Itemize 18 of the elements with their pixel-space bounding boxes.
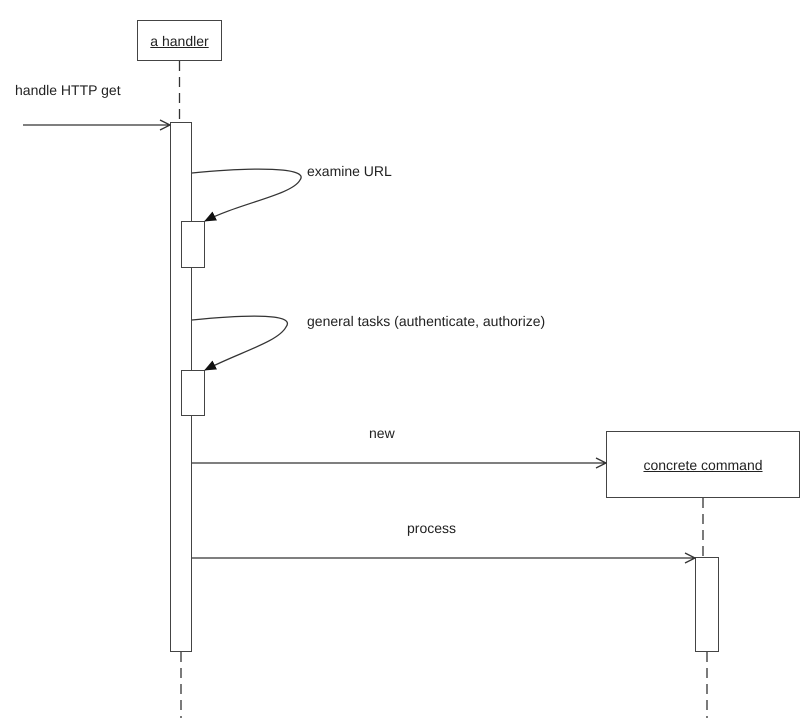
activation-bar [181, 221, 205, 268]
edge-label: examine URL [306, 163, 393, 179]
edge-label: general tasks (authenticate, authorize) [306, 313, 546, 329]
object-box: concrete command [606, 431, 800, 498]
activation-bar [695, 557, 719, 652]
message-arrow [192, 552, 696, 564]
activation-bar [170, 122, 192, 652]
lifeline [706, 652, 708, 718]
self-message-arrow [192, 316, 288, 371]
activation-bar [181, 370, 205, 416]
edge-label: handle HTTP get [14, 82, 122, 98]
lifeline [178, 61, 180, 122]
object-box: a handler [137, 20, 222, 61]
message-arrow [192, 457, 607, 469]
lifeline [702, 498, 704, 557]
message-arrow [23, 119, 171, 131]
lifeline [180, 652, 182, 718]
self-message-arrow [192, 168, 302, 222]
